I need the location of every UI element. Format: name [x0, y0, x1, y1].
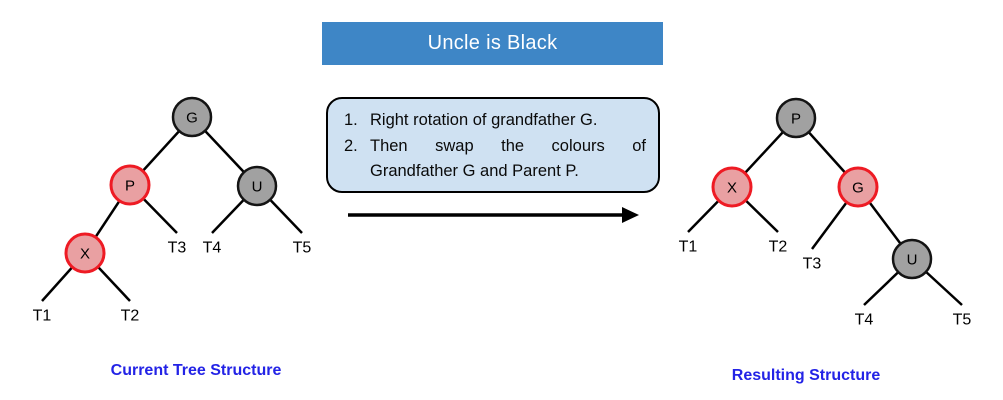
tree-node-label-resulting-X: X [727, 180, 737, 197]
instruction-text-1-line-1: Right rotation of grandfather G. [370, 111, 598, 129]
tree-node-label-current-G: G [186, 110, 198, 127]
instruction-text-2: Then swap the colours of Grandfather G a… [370, 134, 646, 185]
caption-resulting-tree: Resulting Structure [731, 367, 881, 384]
leaf-label-resulting-T2: T2 [769, 239, 788, 256]
tree-node-current-U [236, 165, 278, 207]
leaf-label-current-T2: T2 [121, 308, 140, 325]
instruction-text-2-line-1: Then swap the colours of [370, 136, 646, 155]
tree-node-label-current-X: X [80, 246, 90, 263]
instruction-text-1: Right rotation of grandfather G. [370, 108, 646, 134]
tree-node-current-P [109, 164, 151, 206]
leaf-label-resulting-T3: T3 [803, 256, 822, 273]
instruction-box: 1. Right rotation of grandfather G. 2. T… [326, 97, 660, 193]
tree-node-resulting-X [711, 166, 753, 208]
leaf-label-resulting-T5: T5 [953, 312, 972, 329]
instruction-text-2-line-2: Grandfather G and Parent P. [370, 162, 579, 180]
leaf-label-current-T5: T5 [293, 240, 312, 257]
tree-node-resulting-U [891, 238, 933, 280]
tree-node-current-X [64, 232, 106, 274]
tree-node-label-resulting-U: U [907, 252, 918, 269]
leaf-label-current-T3: T3 [168, 240, 187, 257]
tree-node-label-resulting-P: P [791, 111, 801, 128]
caption-current-tree: Current Tree Structure [110, 362, 282, 379]
tree-node-label-current-P: P [125, 178, 135, 195]
tree-node-resulting-P [775, 97, 817, 139]
instruction-number-1: 1. [344, 111, 358, 129]
title-banner-label: Uncle is Black [427, 32, 558, 54]
leaf-label-resulting-T1: T1 [679, 239, 698, 256]
title-banner: Uncle is Black [322, 22, 663, 65]
tree-node-current-G [171, 96, 213, 138]
tree-node-label-resulting-G: G [852, 180, 864, 197]
tree-node-resulting-G [837, 166, 879, 208]
instruction-item-1: 1. Right rotation of grandfather G. [344, 108, 646, 134]
leaf-label-current-T1: T1 [33, 308, 52, 325]
leaf-label-resulting-T4: T4 [855, 312, 874, 329]
instruction-number-2: 2. [344, 136, 358, 155]
transform-arrow-head-icon [622, 207, 639, 223]
leaf-label-current-T4: T4 [203, 240, 222, 257]
tree-node-label-current-U: U [252, 179, 263, 196]
instruction-item-2: 2. Then swap the colours of Grandfather … [344, 134, 646, 185]
